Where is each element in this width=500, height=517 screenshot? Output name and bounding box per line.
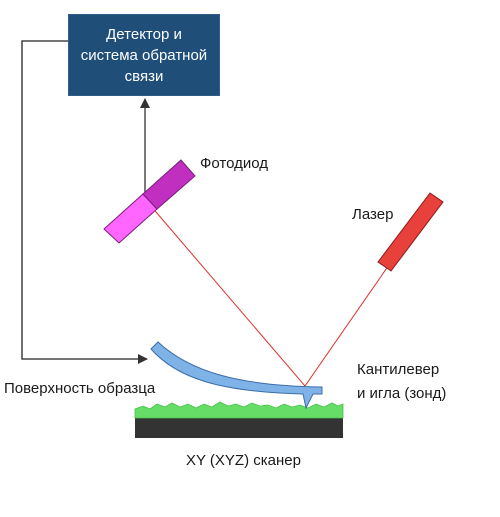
detector-line-2: система обратной [80, 46, 208, 64]
detector-line-3: связи [124, 67, 164, 85]
scanner-base [135, 418, 343, 438]
photodiode [103, 159, 196, 244]
photodiode-label: Фотодиод [200, 155, 269, 172]
feedback-loop-line [21, 40, 148, 364]
scanner-label: XY (XYZ) сканер [186, 452, 301, 469]
cantilever-label-line-2: и игла (зонд) [357, 385, 447, 402]
cantilever-probe [150, 341, 323, 410]
sample-surface [134, 401, 344, 419]
detector-feedback-box: Детектор и система обратной связи [68, 14, 220, 96]
laser-reflected-beam [149, 204, 306, 387]
cantilever-label-line-1: Кантилевер [357, 361, 440, 378]
laser-label: Лазер [352, 206, 394, 223]
sample-surface-label: Поверхность образца [4, 380, 156, 397]
detector-line-1: Детектор и [106, 25, 182, 43]
laser-source [377, 192, 444, 272]
laser-incident-beam [304, 261, 392, 387]
